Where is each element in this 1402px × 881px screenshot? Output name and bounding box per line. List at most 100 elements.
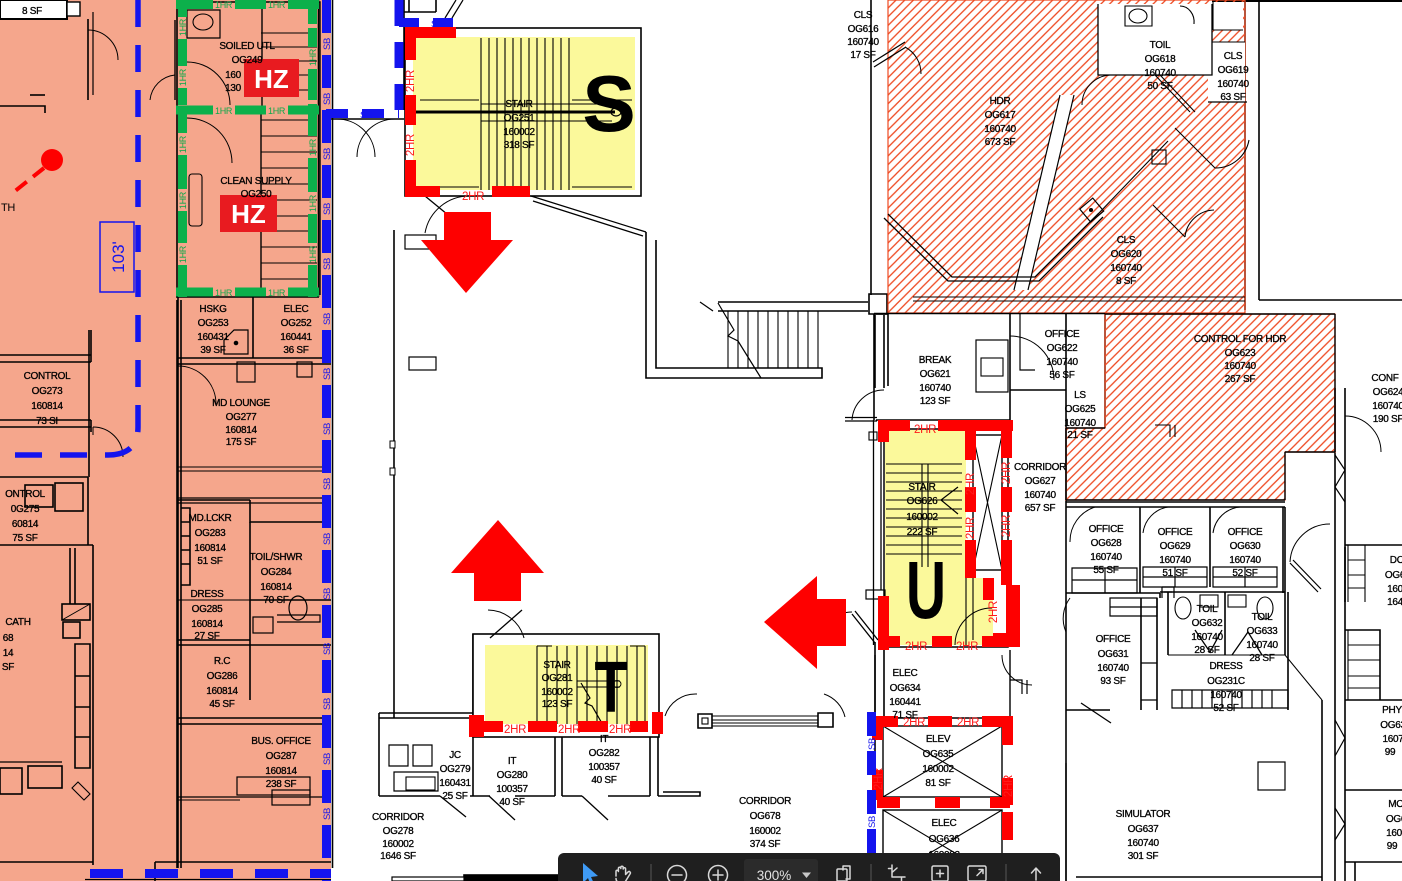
- svg-text:OFFICE: OFFICE: [1089, 524, 1124, 535]
- svg-text:1HR: 1HR: [215, 0, 233, 10]
- svg-text:SB: SB: [322, 808, 333, 820]
- svg-text:673 SF: 673 SF: [985, 137, 1016, 148]
- svg-text:OG283: OG283: [195, 528, 226, 539]
- svg-text:1HR: 1HR: [268, 288, 286, 298]
- svg-text:2HR: 2HR: [965, 473, 977, 495]
- svg-text:OG625: OG625: [1065, 404, 1096, 415]
- svg-text:2HR: 2HR: [914, 424, 936, 436]
- svg-text:164: 164: [1387, 597, 1402, 608]
- svg-text:OG282: OG282: [589, 748, 620, 759]
- svg-text:OG631: OG631: [1098, 649, 1129, 660]
- svg-text:657 SF: 657 SF: [1025, 503, 1056, 514]
- svg-text:R.C: R.C: [214, 656, 230, 667]
- svg-text:160740: 160740: [984, 124, 1016, 135]
- svg-text:OG630: OG630: [1230, 541, 1261, 552]
- svg-text:1HR: 1HR: [178, 245, 188, 263]
- svg-text:SB: SB: [265, 869, 277, 880]
- svg-text:T: T: [595, 648, 628, 728]
- svg-text:OFFICE: OFFICE: [1228, 527, 1263, 538]
- svg-text:OG628: OG628: [1091, 538, 1122, 549]
- svg-text:DRESS: DRESS: [191, 589, 225, 600]
- svg-text:OG251: OG251: [504, 113, 535, 124]
- svg-text:160814: 160814: [206, 686, 238, 697]
- svg-text:DO: DO: [1390, 555, 1402, 566]
- svg-text:OG627: OG627: [1025, 476, 1056, 487]
- svg-text:160: 160: [1386, 828, 1402, 839]
- svg-text:SB: SB: [322, 313, 333, 325]
- svg-text:SB: SB: [322, 203, 333, 215]
- svg-text:1607: 1607: [1382, 734, 1402, 745]
- svg-text:OG280: OG280: [497, 770, 528, 781]
- svg-text:LS: LS: [1074, 390, 1086, 401]
- svg-text:HDR: HDR: [990, 96, 1011, 107]
- svg-text:1HR: 1HR: [178, 135, 188, 153]
- svg-text:2HR: 2HR: [905, 641, 927, 653]
- svg-text:52 SF: 52 SF: [1213, 703, 1238, 714]
- svg-text:PHY: PHY: [1382, 705, 1402, 716]
- svg-text:160: 160: [225, 70, 242, 81]
- svg-text:2HR: 2HR: [957, 717, 979, 729]
- svg-text:OG678: OG678: [750, 811, 781, 822]
- svg-text:75 SF: 75 SF: [12, 533, 37, 544]
- svg-text:OG619: OG619: [1218, 65, 1249, 76]
- svg-text:81 SF: 81 SF: [925, 778, 950, 789]
- svg-text:0G275: 0G275: [11, 504, 40, 515]
- svg-text:SB: SB: [867, 738, 878, 750]
- svg-text:2HR: 2HR: [462, 191, 484, 203]
- svg-text:2HR: 2HR: [956, 641, 978, 653]
- svg-text:160431: 160431: [197, 332, 229, 343]
- svg-text:SB: SB: [322, 258, 333, 270]
- svg-text:301 SF: 301 SF: [1128, 851, 1159, 862]
- svg-text:39 SF: 39 SF: [200, 345, 225, 356]
- svg-text:160814: 160814: [260, 582, 292, 593]
- svg-text:267 SF: 267 SF: [1225, 374, 1256, 385]
- svg-text:160814: 160814: [265, 766, 297, 777]
- svg-text:SIMULATOR: SIMULATOR: [1116, 809, 1171, 820]
- svg-text:2HR: 2HR: [405, 70, 417, 92]
- svg-text:160740: 160740: [1127, 838, 1159, 849]
- svg-text:OG618: OG618: [1145, 54, 1176, 65]
- svg-text:14: 14: [3, 648, 14, 659]
- svg-text:160740: 160740: [1246, 640, 1278, 651]
- svg-text:OG626: OG626: [907, 496, 938, 507]
- svg-text:OG632: OG632: [1192, 618, 1223, 629]
- svg-text:OG278: OG278: [383, 826, 414, 837]
- svg-text:2HR: 2HR: [609, 724, 631, 736]
- svg-text:160814: 160814: [31, 401, 63, 412]
- svg-text:BREAK: BREAK: [919, 355, 952, 366]
- svg-text:300%: 300%: [757, 868, 792, 881]
- svg-text:OG277: OG277: [226, 412, 257, 423]
- svg-text:OG252: OG252: [281, 318, 312, 329]
- svg-text:HZ: HZ: [254, 64, 289, 94]
- svg-text:ELEC: ELEC: [932, 818, 957, 829]
- svg-text:OG6: OG6: [1386, 814, 1402, 825]
- svg-text:222 SF: 222 SF: [907, 527, 938, 538]
- svg-text:160740: 160740: [1097, 663, 1129, 674]
- svg-text:OG622: OG622: [1047, 343, 1078, 354]
- svg-text:160740: 160740: [1064, 418, 1096, 429]
- svg-text:17 SF: 17 SF: [850, 50, 875, 61]
- svg-text:1HR: 1HR: [268, 106, 286, 116]
- svg-text:SB: SB: [322, 753, 333, 765]
- svg-text:MO: MO: [1388, 799, 1402, 810]
- svg-text:OG633: OG633: [1247, 626, 1278, 637]
- svg-text:160441: 160441: [889, 697, 921, 708]
- svg-text:SB: SB: [867, 816, 878, 828]
- svg-text:160740: 160740: [1191, 632, 1223, 643]
- svg-text:160814: 160814: [194, 543, 226, 554]
- svg-text:OG624: OG624: [1373, 387, 1402, 398]
- svg-text:CORRIDOR: CORRIDOR: [739, 796, 791, 807]
- svg-text:SB: SB: [322, 148, 333, 160]
- svg-text:1HR: 1HR: [178, 191, 188, 209]
- svg-text:160740: 160740: [1090, 552, 1122, 563]
- svg-text:OG273: OG273: [32, 386, 63, 397]
- svg-text:160740: 160740: [1224, 361, 1256, 372]
- svg-text:CORRIDOR: CORRIDOR: [1014, 462, 1066, 473]
- svg-text:160740: 160740: [1024, 490, 1056, 501]
- svg-text:160431: 160431: [439, 778, 471, 789]
- svg-text:OG281: OG281: [542, 673, 573, 684]
- svg-text:IT: IT: [508, 756, 516, 767]
- svg-text:SB: SB: [322, 698, 333, 710]
- svg-text:OG637: OG637: [1128, 824, 1159, 835]
- svg-text:CLS: CLS: [1224, 51, 1243, 62]
